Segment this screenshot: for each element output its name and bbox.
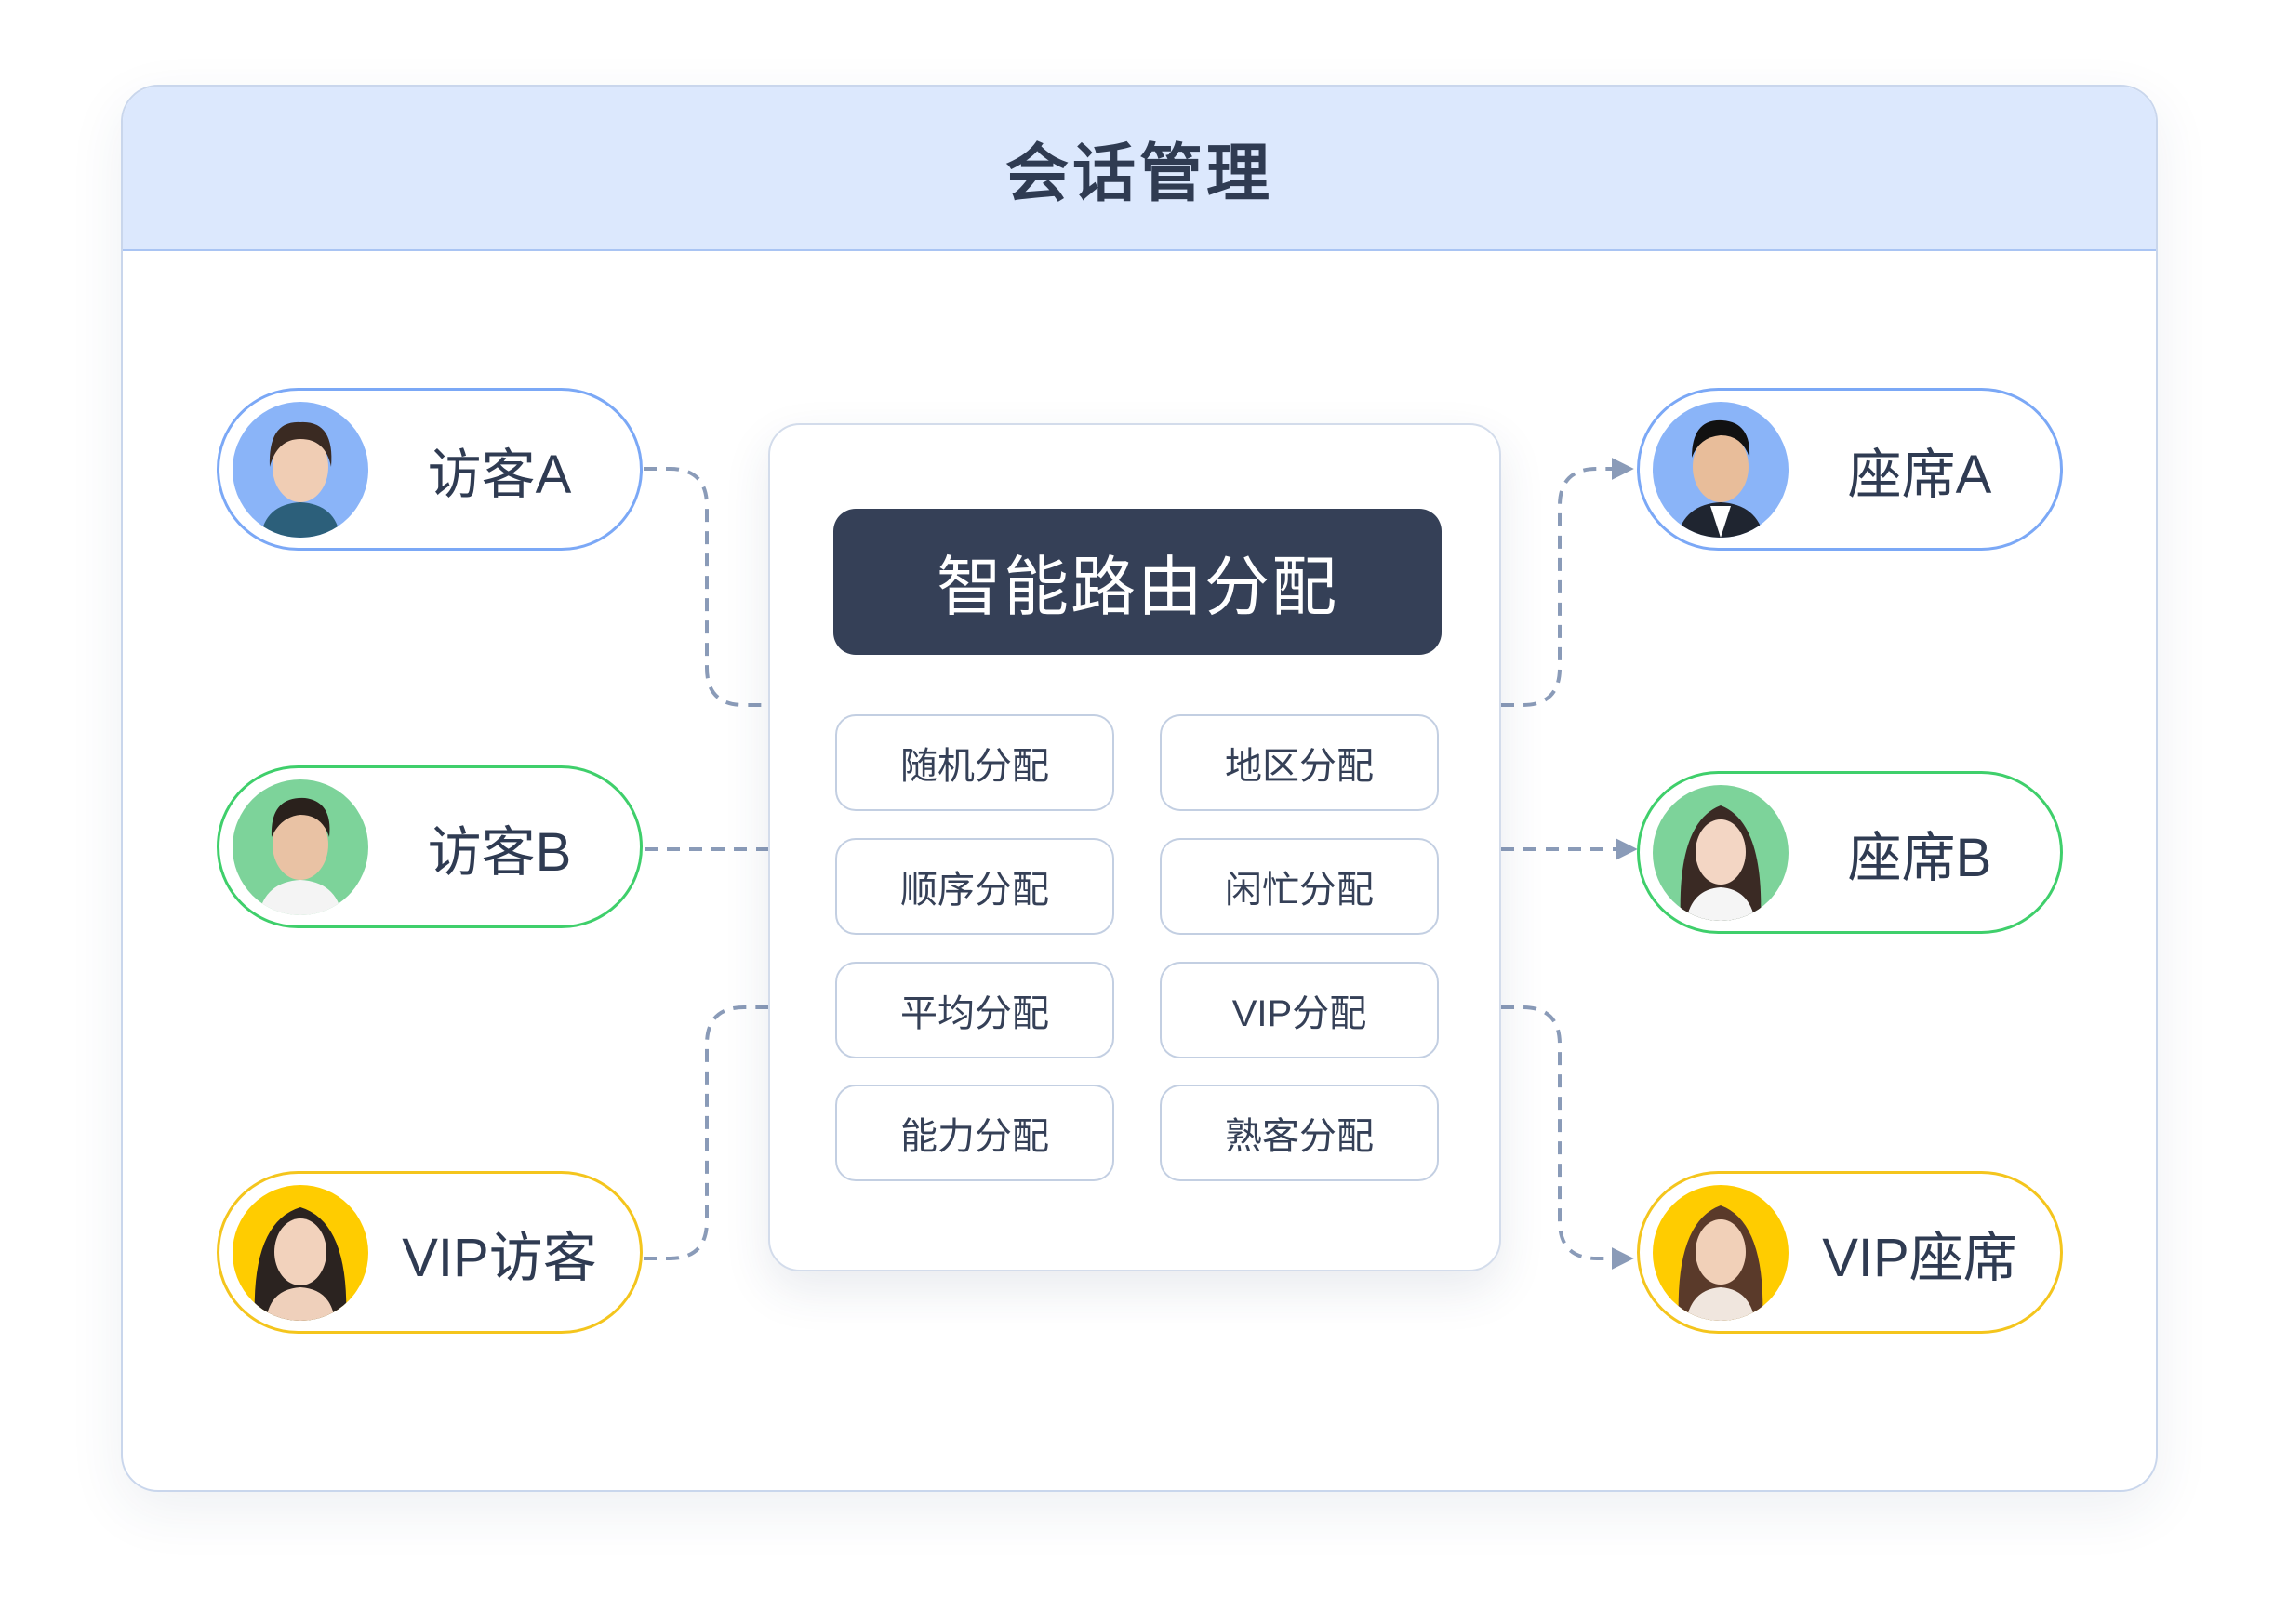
strategy-returning-customer[interactable]: 熟客分配 <box>1160 1085 1439 1181</box>
strategy-random[interactable]: 随机分配 <box>835 714 1114 811</box>
person-icon <box>260 421 340 538</box>
avatar <box>1653 402 1789 538</box>
avatar <box>1653 1185 1789 1321</box>
vip-visitor-label: VIP访客 <box>402 1227 597 1288</box>
person-icon <box>1680 805 1762 921</box>
agent-a-label: 座席A <box>1847 444 1992 505</box>
strategy-ability[interactable]: 能力分配 <box>835 1085 1114 1181</box>
strategy-sequential[interactable]: 顺序分配 <box>835 838 1114 935</box>
strategy-region[interactable]: 地区分配 <box>1160 714 1439 811</box>
visitor-b-node[interactable]: 访客B <box>217 765 643 928</box>
card-header: 会话管理 <box>123 87 2156 251</box>
avatar <box>1653 785 1789 921</box>
avatar <box>233 1185 368 1321</box>
vip-agent-label: VIP座席 <box>1822 1227 2017 1288</box>
vip-agent-node[interactable]: VIP座席 <box>1637 1171 2063 1334</box>
agent-b-node[interactable]: 座席B <box>1637 771 2063 934</box>
strategy-busy-idle[interactable]: 闲忙分配 <box>1160 838 1439 935</box>
page-title: 会话管理 <box>1004 139 1273 209</box>
agent-a-node[interactable]: 座席A <box>1637 388 2063 551</box>
strategy-average[interactable]: 平均分配 <box>835 962 1114 1058</box>
vip-visitor-node[interactable]: VIP访客 <box>217 1171 643 1334</box>
strategy-vip[interactable]: VIP分配 <box>1160 962 1439 1058</box>
agent-b-label: 座席B <box>1847 827 1992 888</box>
person-icon <box>1677 419 1764 538</box>
person-icon <box>1678 1205 1763 1321</box>
visitor-a-node[interactable]: 访客A <box>217 388 643 551</box>
smart-routing-title: 智能路由分配 <box>833 509 1442 655</box>
avatar <box>233 402 368 538</box>
avatar <box>233 779 368 915</box>
visitor-b-label: 访客B <box>427 821 572 883</box>
person-icon <box>259 797 342 915</box>
visitor-a-label: 访客A <box>427 444 572 505</box>
person-icon <box>254 1207 347 1321</box>
